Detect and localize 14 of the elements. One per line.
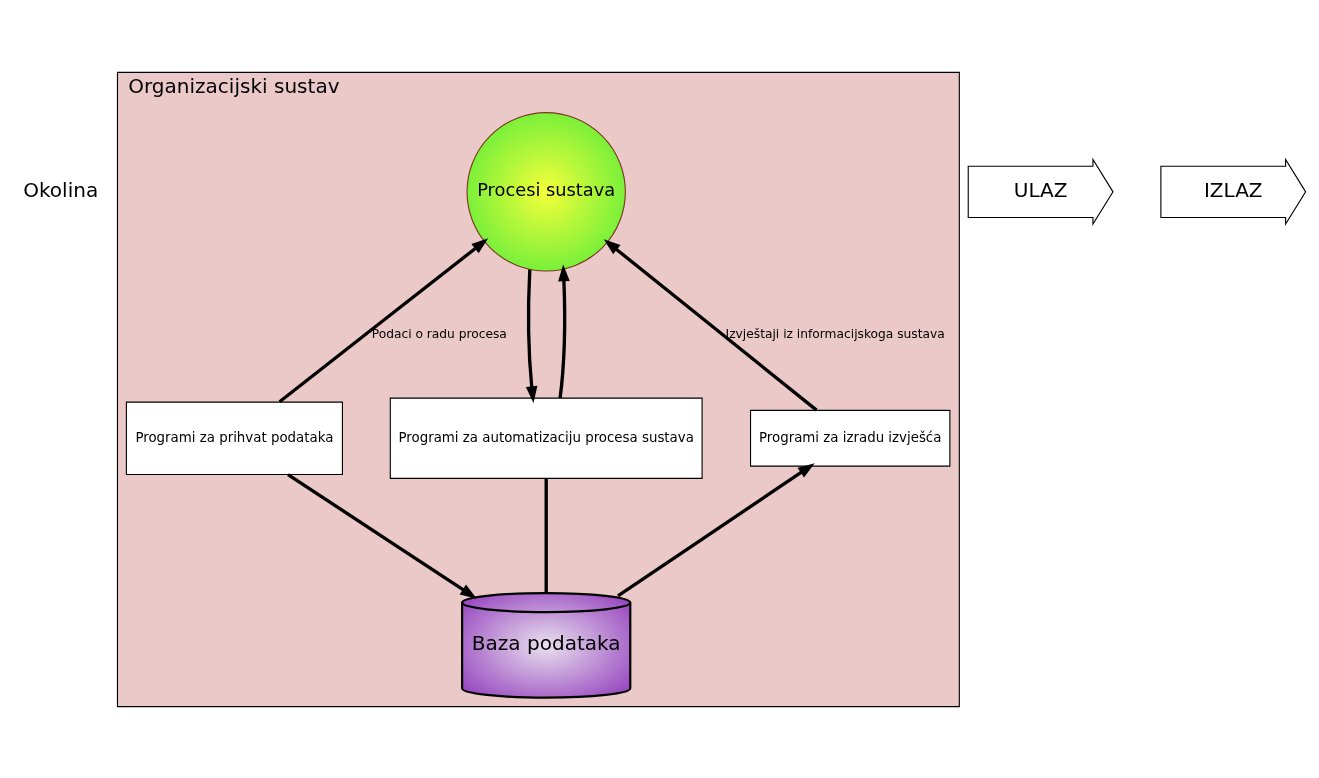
arrow (558, 264, 570, 398)
node-box: Programi za izradu izvješća (749, 409, 951, 467)
arrow (278, 237, 489, 403)
node-circle: Procesi sustava (466, 111, 626, 272)
node-box: Programi za prihvat podataka (125, 401, 343, 475)
label: Okolina (23, 177, 99, 202)
edge-label: Izvještaji iz informacijskoga sustava (725, 326, 945, 341)
edge-label: Podaci o radu procesa (371, 326, 507, 341)
arrow (525, 268, 538, 403)
arrow (617, 462, 815, 597)
node-box: Programi za automatizaciju procesa sustava (389, 397, 703, 479)
arrow (287, 472, 477, 599)
arrow (603, 238, 818, 411)
connector (544, 477, 548, 593)
